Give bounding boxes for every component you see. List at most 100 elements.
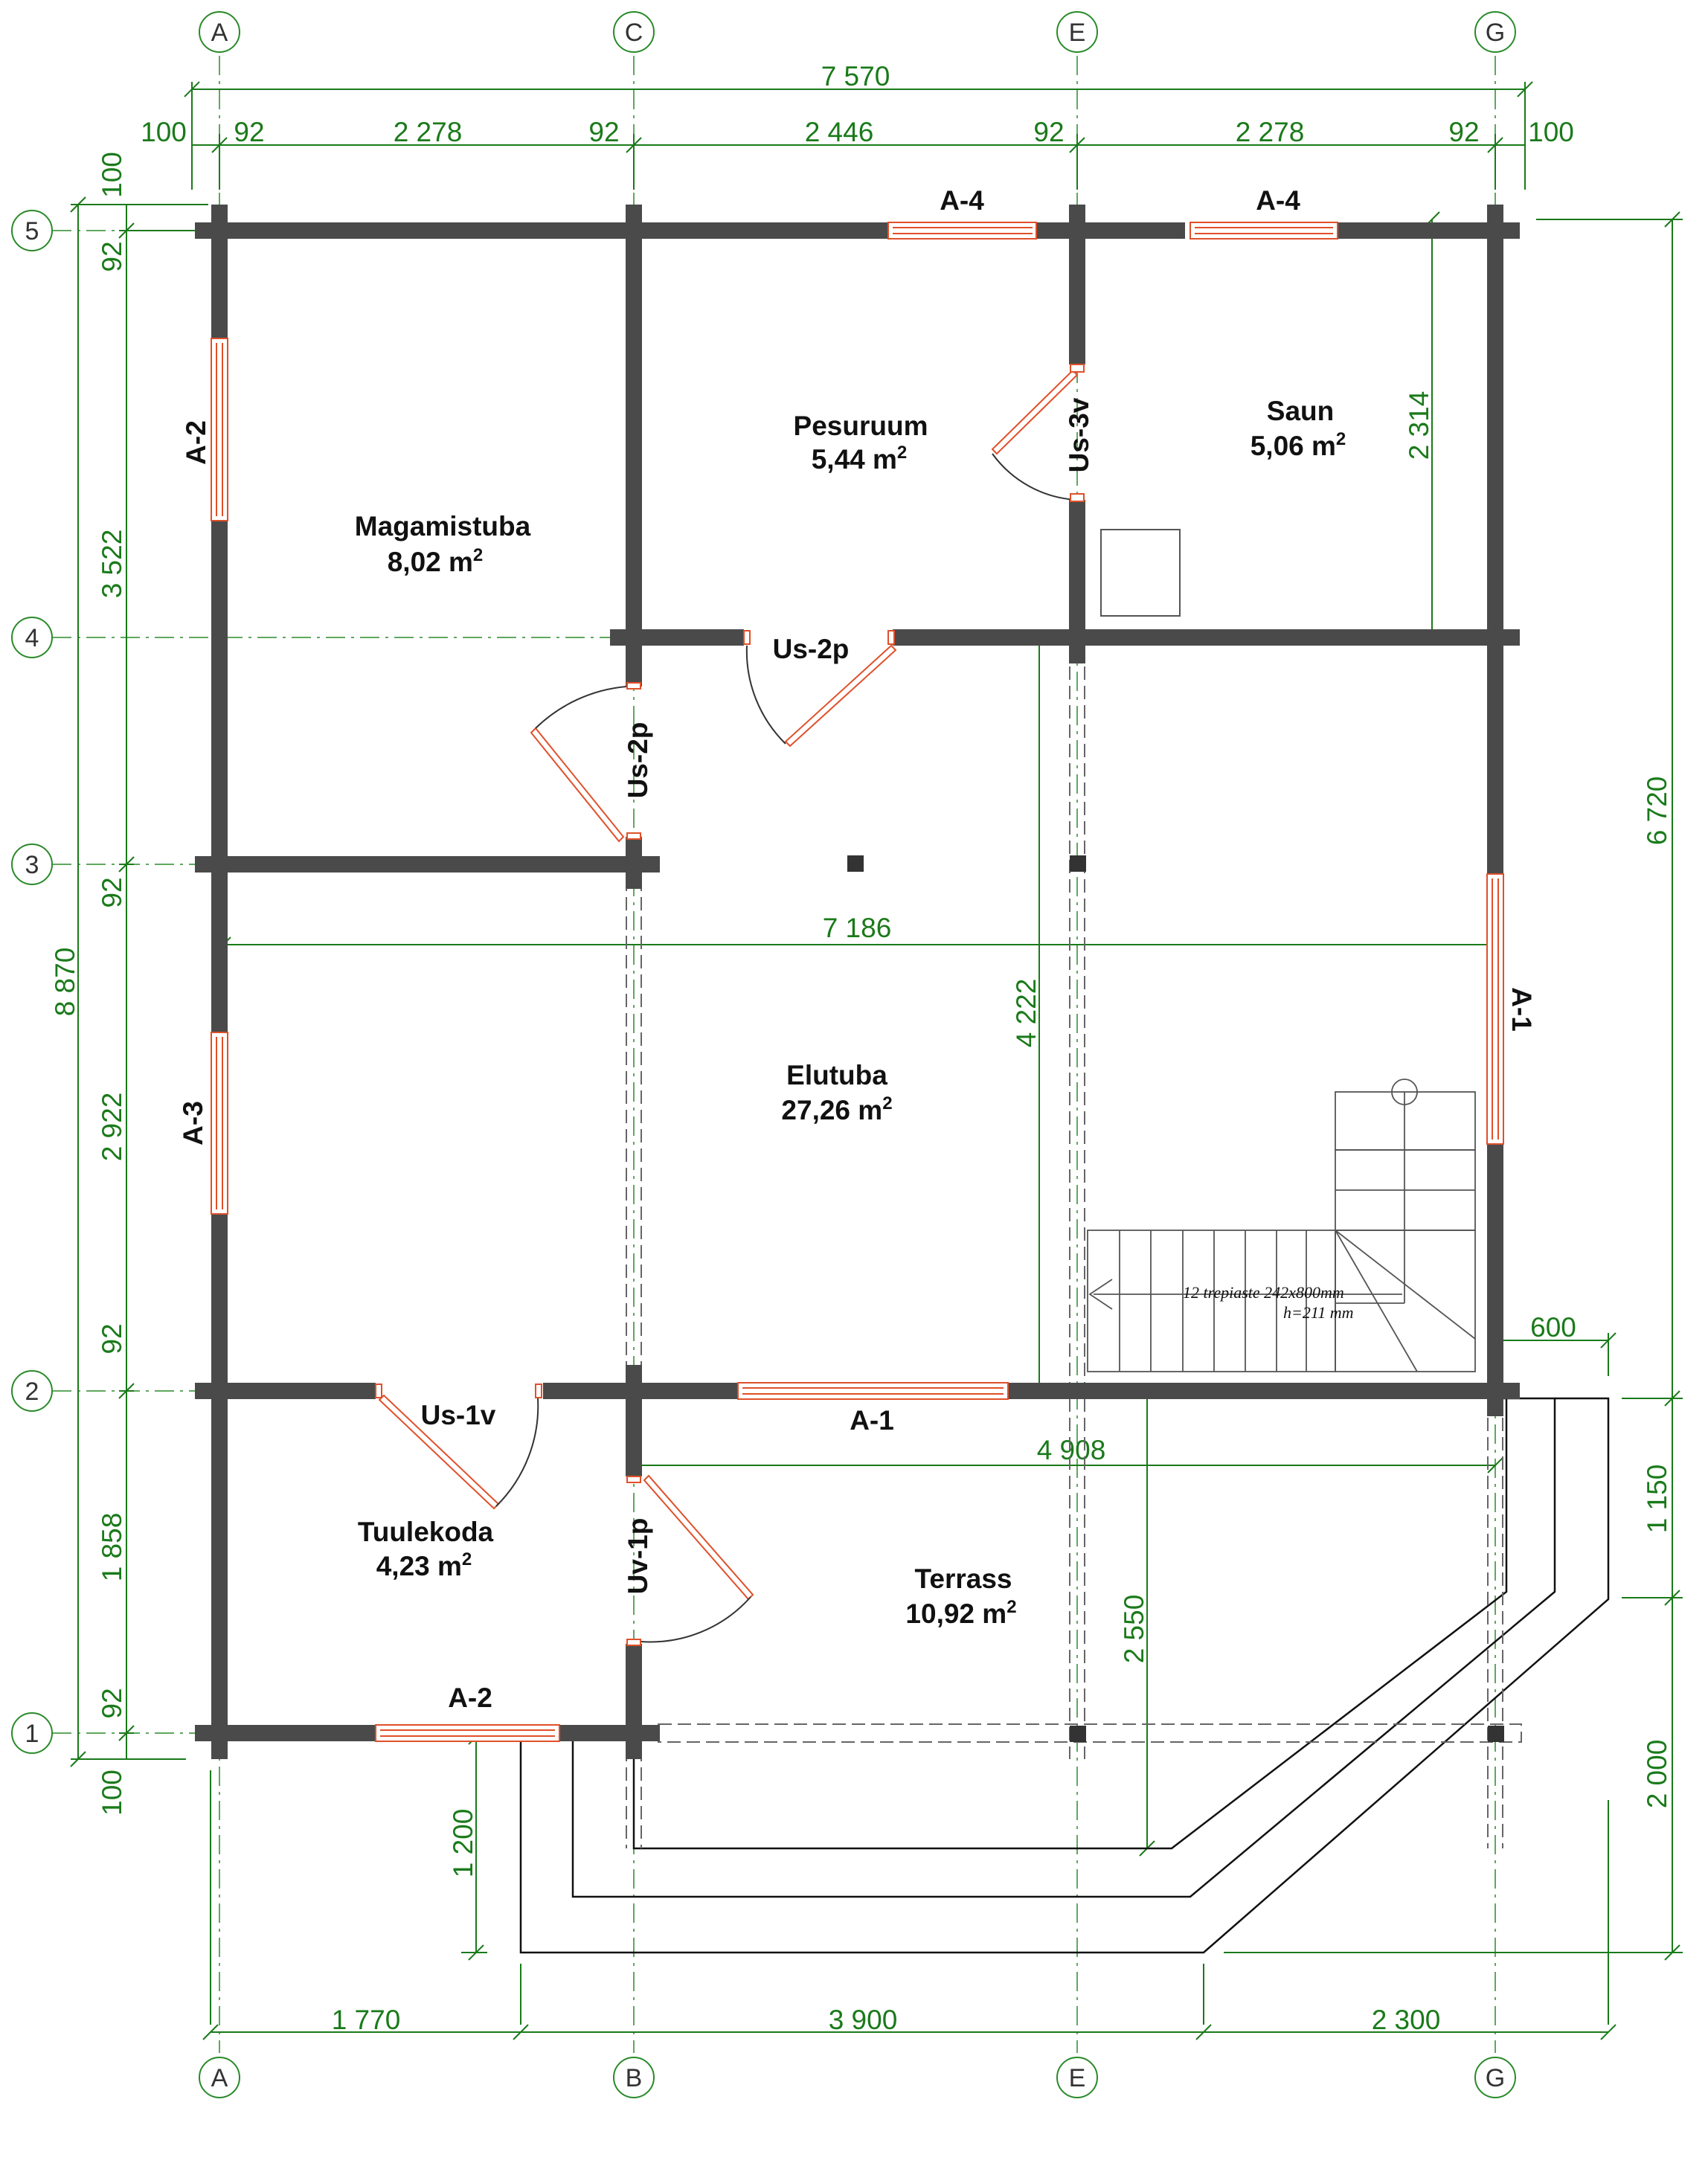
room-magamistuba: Magamistuba 8,02 m2 xyxy=(355,511,531,577)
svg-text:Magamistuba: Magamistuba xyxy=(355,511,531,542)
room-pesuruum: Pesuruum 5,44 m2 xyxy=(794,411,928,475)
grid-axes xyxy=(52,56,1496,2053)
dim-top: 2 278 xyxy=(394,117,463,147)
grid-bubbles-left: 5 4 3 2 1 xyxy=(11,210,53,1754)
svg-text:2: 2 xyxy=(25,1378,39,1406)
terrace-outline xyxy=(519,1397,1610,1954)
door-uv-1p xyxy=(640,1474,754,1643)
label-window: A-2 xyxy=(448,1683,492,1713)
svg-text:E: E xyxy=(1069,19,1086,47)
svg-text:Pesuruum: Pesuruum xyxy=(794,411,928,441)
dim-left: 92 xyxy=(97,1323,127,1354)
dim-top: 92 xyxy=(234,117,264,147)
dim-2550: 2 550 xyxy=(1119,1595,1149,1664)
grid-bubble: A xyxy=(199,11,240,53)
svg-text:8,02 m2: 8,02 m2 xyxy=(388,545,484,577)
dim-left: 92 xyxy=(97,1688,127,1718)
svg-text:B: B xyxy=(626,2064,643,2092)
svg-text:h=211 mm: h=211 mm xyxy=(1283,1303,1354,1322)
dim-1200: 1 200 xyxy=(448,1809,478,1878)
svg-text:27,26 m2: 27,26 m2 xyxy=(781,1093,892,1125)
svg-text:Terrass: Terrass xyxy=(915,1564,1012,1594)
svg-text:12 trepiaste 242x800mm: 12 trepiaste 242x800mm xyxy=(1183,1283,1344,1302)
stairs xyxy=(1087,1079,1476,1372)
dim-bottom: 1 770 xyxy=(332,2005,401,2035)
walls xyxy=(195,205,1520,1759)
dimension-lines xyxy=(70,81,1683,2040)
room-elutuba: Elutuba 27,26 m2 xyxy=(781,1060,892,1125)
svg-text:A: A xyxy=(211,2064,228,2092)
grid-bubble: G xyxy=(1474,11,1516,53)
label-window: A-3 xyxy=(178,1101,208,1145)
door-jambs xyxy=(375,364,1085,1646)
dim-left: 100 xyxy=(97,1770,127,1816)
grid-bubble: 1 xyxy=(11,1712,53,1754)
label-window: A-4 xyxy=(1256,185,1300,216)
grid-bubble: C xyxy=(613,11,655,53)
label-door: Us-2p xyxy=(623,722,653,799)
grid-bubble: A xyxy=(199,2057,240,2098)
door-us-3v xyxy=(991,369,1079,501)
svg-text:G: G xyxy=(1486,19,1505,47)
dim-top-total: 7 570 xyxy=(821,61,890,91)
svg-text:10,92 m2: 10,92 m2 xyxy=(905,1597,1016,1629)
dim-4222: 4 222 xyxy=(1011,979,1041,1048)
svg-text:3: 3 xyxy=(25,851,39,879)
grid-bubble: 3 xyxy=(11,843,53,885)
label-door: Us-2p xyxy=(773,634,850,664)
dim-bottom: 2 300 xyxy=(1372,2005,1441,2035)
doors xyxy=(378,369,1079,1643)
grid-bubble: 4 xyxy=(11,617,53,658)
svg-text:4: 4 xyxy=(25,624,39,652)
room-tuulekoda: Tuulekoda 4,23 m2 xyxy=(358,1517,494,1581)
grid-bubble: E xyxy=(1056,11,1098,53)
label-window: A-4 xyxy=(940,185,984,216)
label-window: A-1 xyxy=(1506,987,1537,1032)
svg-text:Saun: Saun xyxy=(1267,396,1334,426)
room-saun: Saun 5,06 m2 xyxy=(1250,396,1346,461)
svg-text:G: G xyxy=(1486,2064,1505,2092)
svg-text:C: C xyxy=(625,19,643,47)
windows xyxy=(211,222,1504,1742)
label-door: Uv-1p xyxy=(623,1518,653,1595)
label-door: Us-1v xyxy=(421,1400,496,1430)
svg-text:5,06 m2: 5,06 m2 xyxy=(1250,429,1346,461)
dim-top: 92 xyxy=(588,117,619,147)
dim-4908: 4 908 xyxy=(1037,1435,1106,1465)
grid-bubbles-top: A C E G xyxy=(199,11,1516,53)
dim-left: 2 922 xyxy=(97,1093,127,1162)
room-labels: Magamistuba 8,02 m2 Pesuruum 5,44 m2 Sau… xyxy=(355,396,1346,1629)
svg-text:4,23 m2: 4,23 m2 xyxy=(376,1549,472,1581)
posts xyxy=(847,855,1504,1742)
dim-right: 6 720 xyxy=(1642,777,1672,846)
dim-top: 100 xyxy=(1528,117,1574,147)
dim-7186: 7 186 xyxy=(823,913,892,943)
dim-left: 92 xyxy=(97,877,127,907)
grid-bubble: B xyxy=(613,2057,655,2098)
dim-bottom: 3 900 xyxy=(829,2005,898,2035)
label-window: A-2 xyxy=(181,420,211,465)
opening-labels: A-4 A-4 A-2 Us-3v Us-2p Us-2p A-1 A-3 Us… xyxy=(178,185,1537,1713)
dim-top: 2 278 xyxy=(1236,117,1305,147)
dim-top: 100 xyxy=(141,117,187,147)
dim-left: 3 522 xyxy=(97,530,127,599)
dim-left: 100 xyxy=(97,152,127,198)
dim-600: 600 xyxy=(1530,1312,1576,1343)
grid-bubble: E xyxy=(1056,2057,1098,2098)
svg-text:5: 5 xyxy=(25,217,39,245)
grid-bubble: 2 xyxy=(11,1370,53,1412)
door-us-2p-h xyxy=(745,644,897,748)
dim-right: 2 000 xyxy=(1642,1740,1672,1809)
sauna-stove xyxy=(1100,529,1181,617)
dim-left: 92 xyxy=(97,241,127,271)
room-terrass: Terrass 10,92 m2 xyxy=(905,1564,1016,1629)
dim-top: 92 xyxy=(1448,117,1479,147)
grid-bubble: G xyxy=(1474,2057,1516,2098)
svg-text:Elutuba: Elutuba xyxy=(786,1060,887,1090)
svg-text:A: A xyxy=(211,19,228,47)
dim-top: 92 xyxy=(1033,117,1064,147)
dim-top: 2 446 xyxy=(805,117,874,147)
dimension-labels: 7 570 100 92 2 278 92 2 446 92 2 278 92 … xyxy=(50,61,1672,2035)
svg-text:E: E xyxy=(1069,2064,1086,2092)
